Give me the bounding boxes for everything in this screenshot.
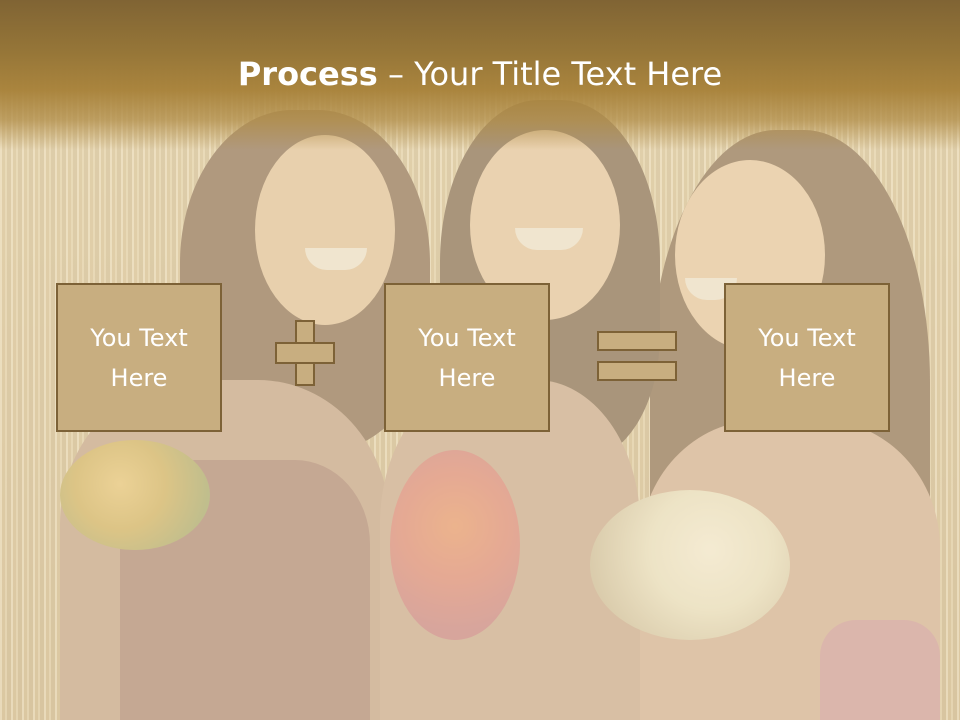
box-label: You Text Here — [90, 323, 188, 392]
equals-icon — [597, 331, 677, 383]
slide-title[interactable]: Process – Your Title Text Here — [0, 52, 960, 96]
process-box-input-2[interactable]: You Text Here — [384, 283, 550, 432]
process-box-result[interactable]: You Text Here — [724, 283, 890, 432]
title-banner — [0, 0, 960, 150]
plus-center — [297, 344, 313, 362]
box-label: You Text Here — [418, 323, 516, 392]
title-bold-word: Process — [237, 55, 378, 93]
title-separator: – — [377, 55, 415, 93]
process-box-input-1[interactable]: You Text Here — [56, 283, 222, 432]
plus-icon — [275, 320, 335, 386]
title-text: Your Title Text Here — [414, 55, 723, 93]
equals-bottom-bar — [597, 361, 677, 381]
equals-top-bar — [597, 331, 677, 351]
box-label: You Text Here — [758, 323, 856, 392]
